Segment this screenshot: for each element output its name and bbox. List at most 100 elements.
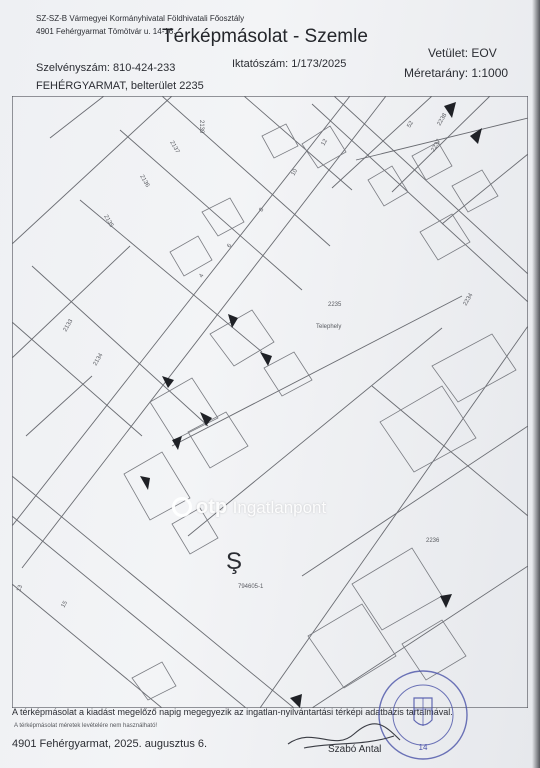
- building: [451, 169, 499, 213]
- building: [171, 507, 219, 555]
- parcel-line: [355, 117, 528, 161]
- parcel-line: [311, 565, 528, 708]
- otp-watermark: otp Ingatlanpont: [172, 496, 326, 519]
- building-caption: Telephely: [316, 324, 341, 330]
- building: [419, 213, 471, 261]
- fence-mark: [162, 376, 174, 388]
- parcel-line: [12, 245, 131, 359]
- building: [149, 377, 219, 441]
- parcel-line: [31, 265, 209, 427]
- location-label: FEHÉRGYARMAT, belterület 2235: [36, 80, 204, 92]
- parcel-line: [12, 321, 143, 437]
- parcel-line: [49, 96, 105, 139]
- signature: [287, 723, 401, 749]
- fence-mark: [470, 128, 482, 144]
- parcel-line: [331, 96, 433, 189]
- parcel-label: 2238: [437, 112, 449, 127]
- parcel-line: [187, 327, 443, 537]
- projection-label: Vetület: EOV: [428, 46, 497, 60]
- building: [201, 197, 245, 237]
- parcel-label: 2133: [63, 318, 75, 333]
- watermark-product: Ingatlanpont: [232, 498, 327, 517]
- building: [261, 123, 299, 159]
- fence-mark: [260, 352, 272, 366]
- parcel-line: [25, 375, 93, 437]
- official-stamp: 14: [378, 670, 468, 760]
- building: [169, 235, 213, 277]
- parcel-label: 15: [61, 600, 70, 609]
- fence-mark: [172, 436, 182, 450]
- sheet-number: Szelvényszám: 810-424-233: [36, 62, 176, 74]
- fence-mark: [440, 594, 452, 608]
- buildings: [123, 123, 517, 701]
- parcel-line: [12, 96, 173, 245]
- building: [351, 547, 443, 631]
- parcel-line: [371, 385, 528, 517]
- fence-mark: [200, 412, 212, 426]
- office-name: SZ-SZ-B Vármegyei Kormányhivatal Földhiv…: [36, 14, 245, 23]
- cadastral-map: 2139 2137 2136 2135 2133 2134 2235 2234 …: [12, 96, 528, 708]
- building: [131, 661, 177, 701]
- building: [263, 351, 313, 397]
- road-edge-north: [12, 96, 351, 527]
- scale-label: Méretarány: 1:1000: [404, 66, 509, 80]
- building: [307, 603, 397, 689]
- signer-name: Szabó Antal: [328, 744, 382, 755]
- parcel-label: 12: [321, 138, 330, 147]
- otp-logo-icon: [172, 497, 192, 517]
- building: [123, 451, 191, 521]
- fence-mark: [140, 476, 150, 490]
- parcel-2235-east: [259, 325, 528, 708]
- parcel-label: 52: [407, 120, 416, 129]
- watermark-brand: otp: [196, 496, 228, 518]
- building: [367, 165, 409, 207]
- parcel-line: [243, 96, 353, 191]
- stamp-number: 14: [419, 743, 428, 752]
- parcel-label: 2134: [93, 352, 105, 367]
- building: [431, 333, 517, 403]
- point-label: 794605-1: [238, 584, 264, 590]
- footer-note: A térképmásolat a kiadást megelőző napig…: [12, 707, 453, 717]
- parcel-line: [171, 295, 463, 447]
- lower-road-edge-2: [12, 515, 247, 708]
- parcel-label: 2235: [328, 302, 342, 308]
- fence-mark: [228, 314, 238, 328]
- building: [401, 619, 467, 681]
- survey-symbol: Ş: [226, 548, 243, 575]
- road-edge-south: [21, 96, 387, 569]
- fence-marks: [140, 102, 482, 708]
- office-address: 4901 Fehérgyarmat Tömötvár u. 14-16.: [36, 27, 176, 36]
- parcel-label: 2236: [426, 538, 440, 544]
- lower-road-edge-3: [12, 583, 163, 708]
- parcel-line: [441, 153, 528, 225]
- parcel-label: 2136: [138, 174, 150, 189]
- building: [187, 411, 249, 469]
- parcel-label: 2139: [198, 120, 204, 134]
- right-road-edge-1: [333, 96, 528, 275]
- fence-mark: [290, 694, 302, 708]
- parcel-line: [391, 96, 491, 193]
- issue-date: 4901 Fehérgyarmat, 2025. augusztus 6.: [12, 738, 208, 750]
- parcel-label: 2234: [463, 292, 475, 307]
- parcel-line: [161, 96, 331, 247]
- parcel-labels: 2139 2137 2136 2135 2133 2134 2235 2234 …: [16, 112, 474, 609]
- parcel-label: 6: [227, 243, 234, 249]
- parcel-line: [119, 129, 303, 291]
- map-drawing: 2139 2137 2136 2135 2133 2134 2235 2234 …: [12, 96, 528, 708]
- building: [379, 385, 477, 473]
- document-title: Térképmásolat - Szemle: [162, 26, 368, 47]
- right-road-edge-2: [311, 103, 528, 303]
- file-number: Iktatószám: 1/173/2025: [232, 58, 347, 70]
- parcel-label: 8: [259, 207, 266, 213]
- building: [411, 141, 453, 181]
- parcel-line: [301, 425, 528, 577]
- parcel-label: 13: [16, 584, 24, 593]
- parcel-label: 10: [291, 168, 300, 177]
- parcel-label: 2237: [431, 138, 443, 153]
- map-frame: [12, 96, 528, 708]
- lower-road-edge-1: [12, 475, 295, 708]
- parcel-lines: [12, 96, 528, 708]
- parcel-label: 4: [199, 273, 206, 279]
- footer-note-small: A térképmásolat méretek levételére nem h…: [14, 723, 158, 729]
